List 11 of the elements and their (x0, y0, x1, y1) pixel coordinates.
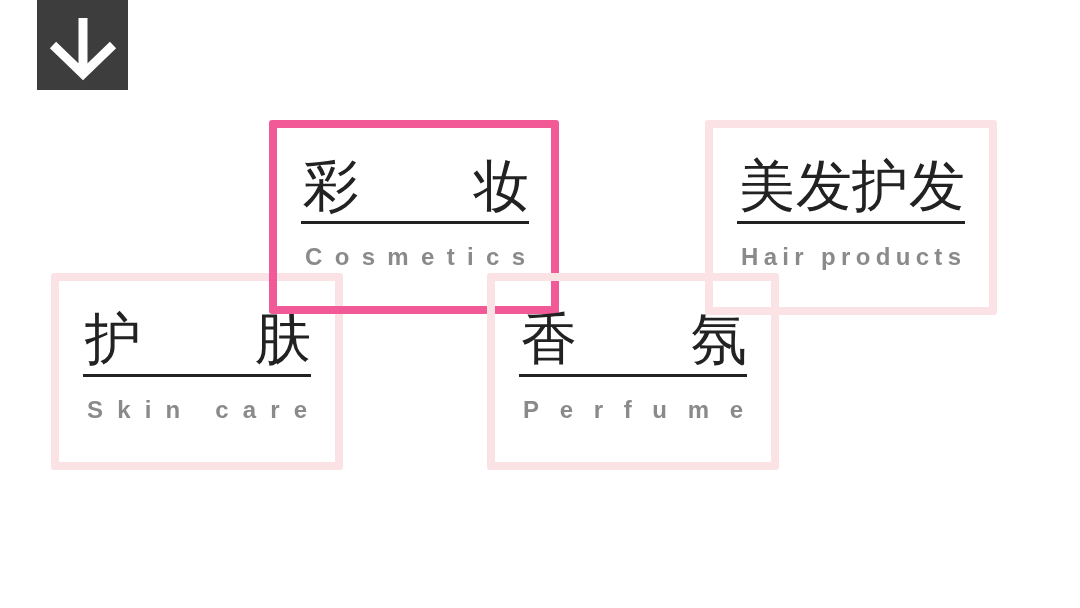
category-title: 护肤 (85, 311, 311, 367)
category-subtitle: Hair products (741, 245, 961, 269)
category-box (705, 120, 997, 315)
category-title: 美发护发 (739, 158, 965, 214)
category-title: 香氛 (521, 311, 747, 367)
category-box (487, 273, 779, 470)
category-box (51, 273, 343, 470)
category-subtitle: Perfume (523, 398, 743, 422)
category-title: 彩妆 (303, 158, 529, 214)
category-subtitle: Skin care (87, 398, 307, 422)
category-subtitle: Cosmetics (305, 245, 525, 269)
